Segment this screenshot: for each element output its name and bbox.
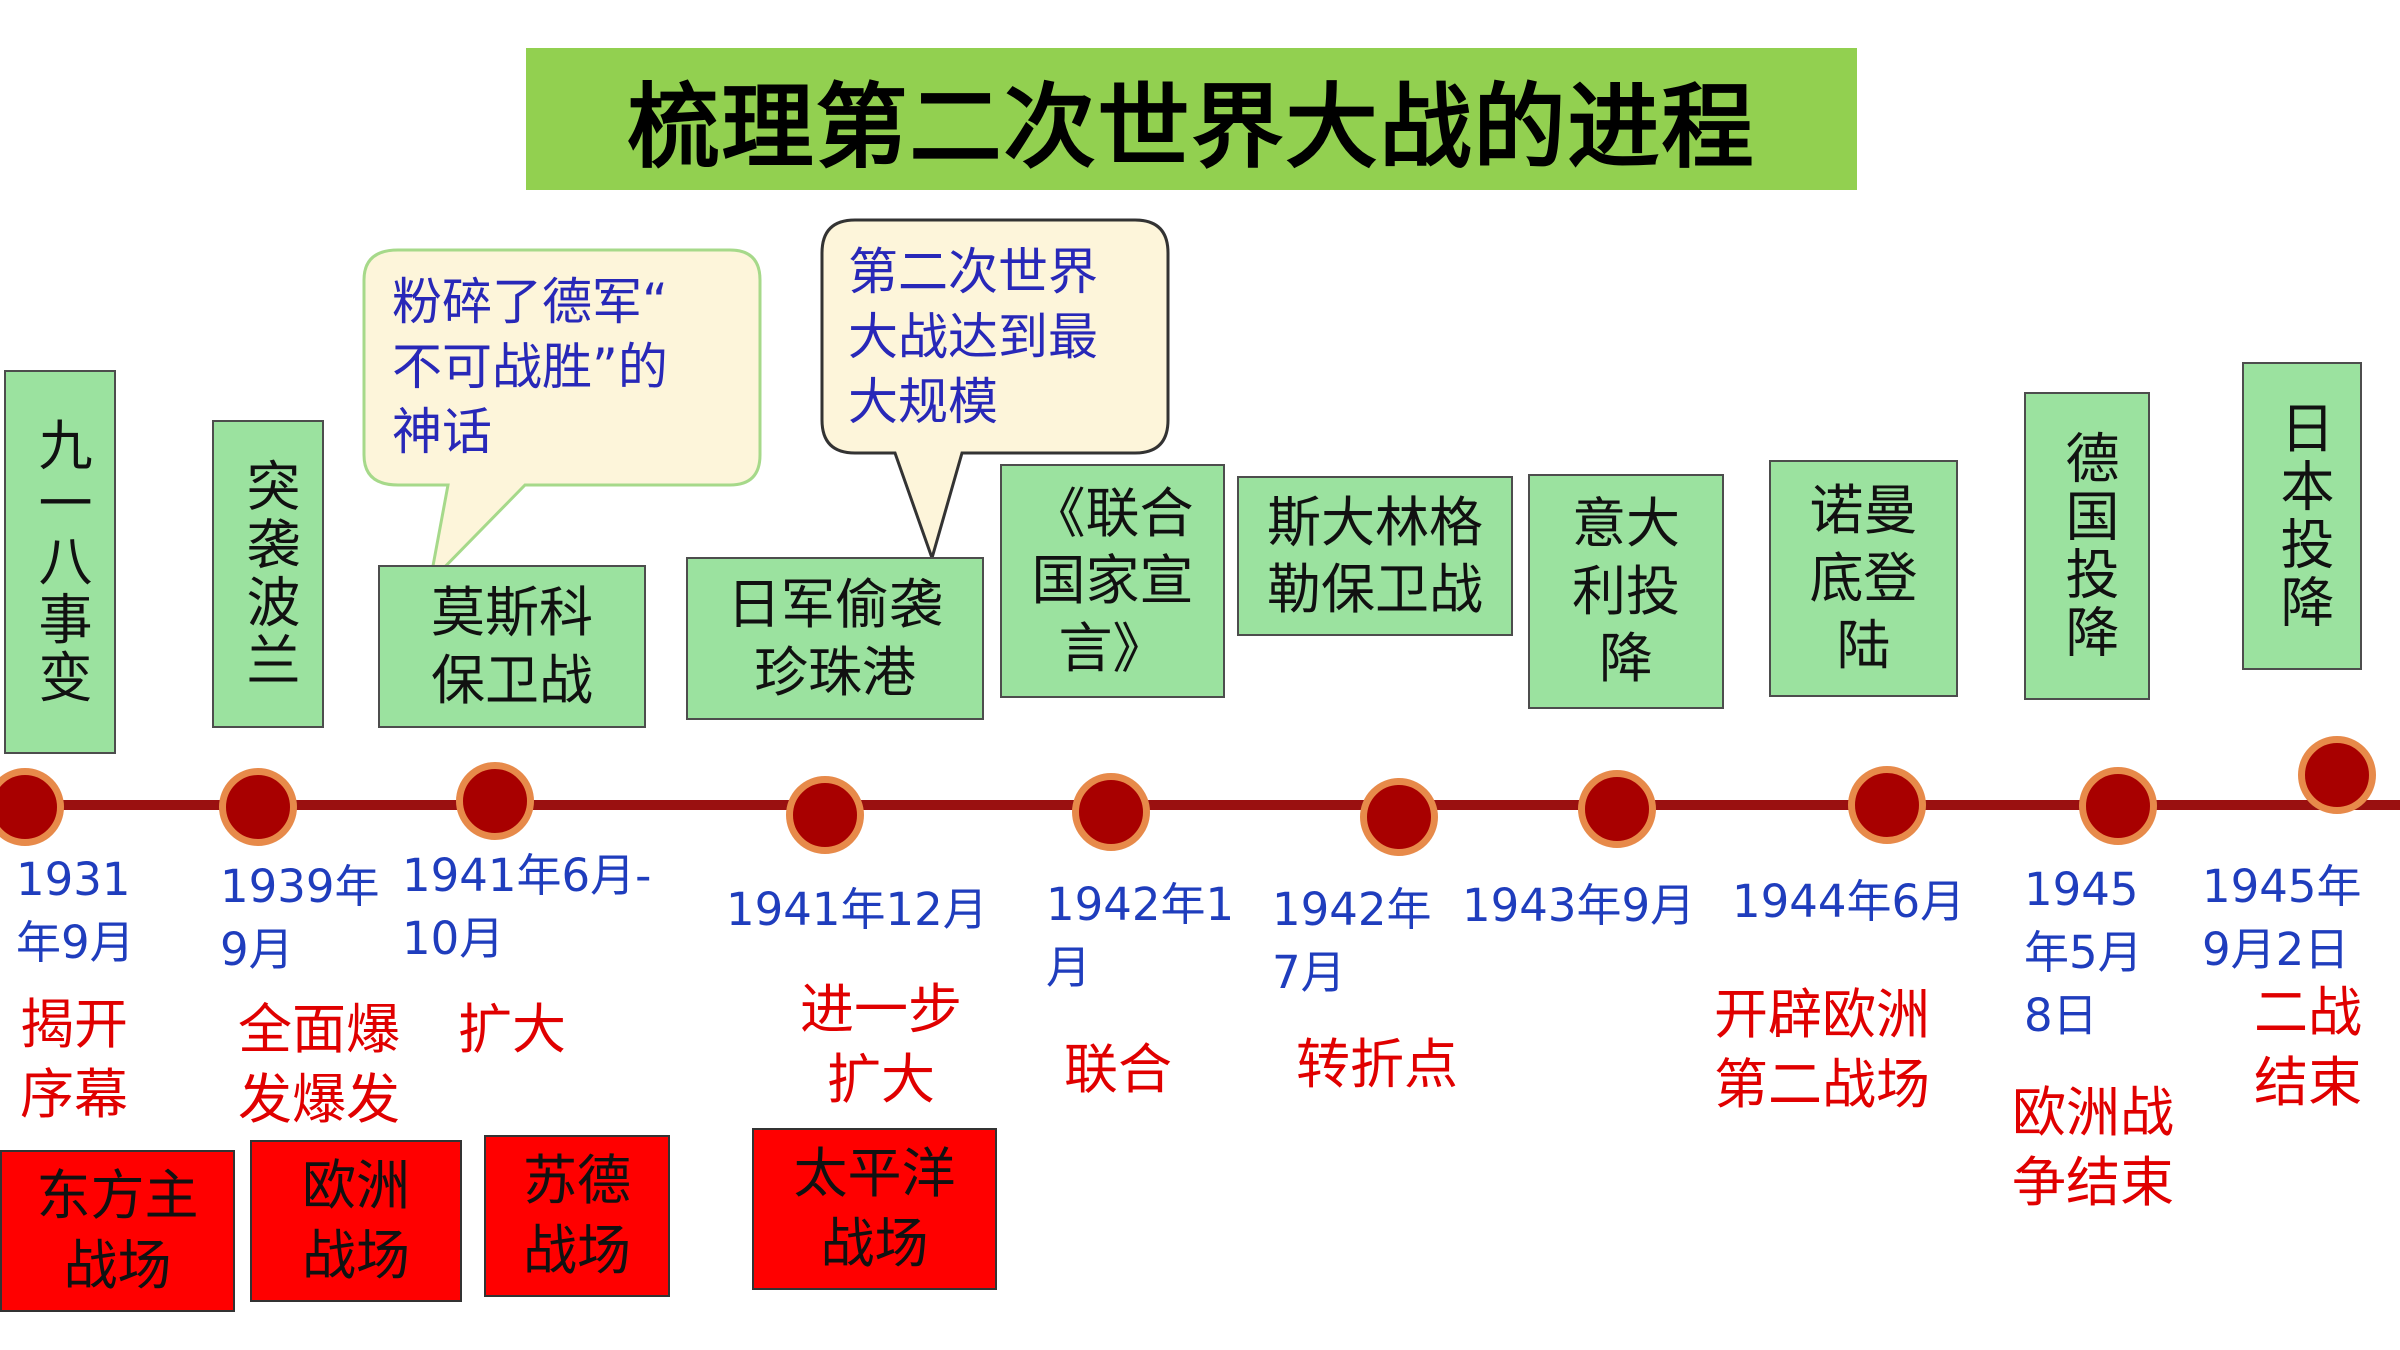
event-box-6: 意大 利投 降 (1528, 474, 1724, 709)
timeline-node (0, 768, 64, 846)
timeline-node (1072, 773, 1150, 851)
theater-box-2: 苏德 战场 (484, 1135, 670, 1297)
event-date-2: 1941年6月- 10月 (402, 849, 652, 965)
event-date-9: 1945年 9月2日 (2202, 860, 2362, 976)
event-label: 突袭波兰 (237, 458, 301, 690)
event-date-4: 1942年1 月 (1046, 878, 1235, 994)
timeline-axis (0, 800, 2400, 810)
event-date-0: 1931 年9月 (16, 853, 135, 969)
event-label: 德国投降 (2056, 430, 2120, 662)
timeline-node (456, 762, 534, 840)
timeline-node (1360, 778, 1438, 856)
timeline-node (2298, 736, 2376, 814)
event-date-6: 1943年9月 (1462, 879, 1696, 932)
timeline-node (2079, 767, 2157, 845)
timeline-node (219, 768, 297, 846)
event-meaning-2: 扩大 (458, 998, 566, 1061)
event-box-8: 德国投降 (2024, 392, 2150, 700)
event-box-3: 日军偷袭 珍珠港 (686, 557, 984, 720)
event-date-7: 1944年6月 (1732, 875, 1966, 928)
event-meaning-4: 联合 (1064, 1038, 1172, 1101)
title-banner: 梳理第二次世界大战的进程 (526, 48, 1857, 190)
event-date-5: 1942年 7月 (1272, 883, 1432, 999)
event-date-1: 1939年 9月 (220, 860, 380, 976)
timeline-node (786, 776, 864, 854)
theater-box-0: 东方主 战场 (0, 1150, 235, 1312)
event-box-0: 九一八事变 (4, 370, 116, 754)
event-date-3: 1941年12月 (726, 883, 988, 936)
timeline-node (1578, 770, 1656, 848)
theater-box-1: 欧洲 战场 (250, 1140, 462, 1302)
page-title: 梳理第二次世界大战的进程 (627, 73, 1756, 181)
event-meaning-8: 欧洲战 争结束 (2012, 1081, 2174, 1215)
event-meaning-3: 进一步 扩大 (800, 978, 962, 1112)
event-meaning-9: 二战 结束 (2254, 981, 2362, 1115)
event-label: 日本投降 (2271, 400, 2335, 632)
callout-bubble-moscow (362, 248, 762, 587)
event-box-5: 斯大林格 勒保卫战 (1237, 476, 1513, 636)
callout-text-scale: 第二次世界 大战达到最 大规模 (848, 243, 1098, 431)
event-box-1: 突袭波兰 (212, 420, 324, 728)
event-meaning-1: 全面爆 发爆发 (238, 998, 400, 1132)
event-box-4: 《联合 国家宣 言》 (1000, 464, 1225, 698)
event-label: 斯大林格 勒保卫战 (1267, 490, 1483, 622)
event-label: 日军偷袭 珍珠港 (727, 573, 943, 704)
event-box-7: 诺曼 底登 陆 (1769, 460, 1958, 697)
event-label: 《联合 国家宣 言》 (1031, 481, 1194, 680)
event-label: 意大 利投 降 (1572, 492, 1680, 691)
event-meaning-0: 揭开 序幕 (20, 993, 128, 1127)
timeline-node (1848, 766, 1926, 844)
event-label: 九一八事变 (29, 417, 93, 707)
event-label: 诺曼 底登 陆 (1809, 479, 1918, 678)
event-box-9: 日本投降 (2242, 362, 2362, 670)
event-date-8: 1945 年5月 8日 (2024, 863, 2143, 1042)
event-box-2: 莫斯科 保卫战 (378, 565, 646, 728)
callout-bubble-scale (820, 218, 1170, 563)
theater-box-3: 太平洋 战场 (752, 1128, 997, 1290)
event-meaning-5: 转折点 (1296, 1033, 1458, 1096)
event-label: 莫斯科 保卫战 (431, 581, 593, 712)
event-meaning-7: 开辟欧洲 第二战场 (1714, 983, 1930, 1117)
callout-text-moscow: 粉碎了德军“ 不可战胜”的 神话 (392, 273, 668, 461)
